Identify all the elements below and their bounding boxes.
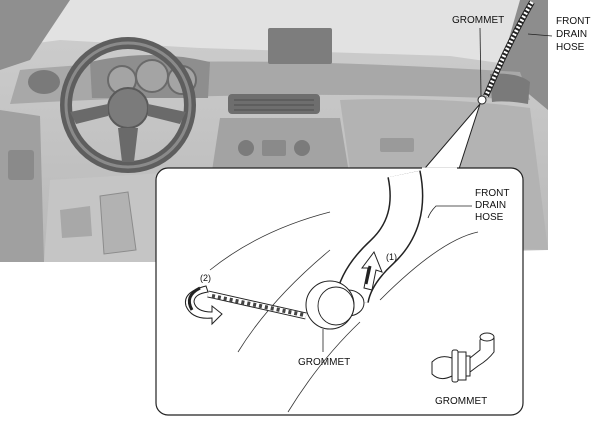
right-a-pillar bbox=[500, 0, 548, 110]
arrow-step-2 bbox=[184, 285, 223, 326]
detail-rod bbox=[207, 290, 307, 320]
accelerator-pedal bbox=[99, 191, 137, 255]
door-switch-panel bbox=[8, 150, 34, 180]
label-part-grommet: GROMMET bbox=[435, 396, 488, 407]
label-top-hose-2: DRAIN bbox=[556, 29, 588, 40]
label-detail-grommet: GROMMET bbox=[298, 357, 351, 368]
brake-pedal bbox=[60, 206, 92, 238]
grommet-part bbox=[431, 332, 495, 383]
left-a-pillar bbox=[0, 0, 70, 70]
glovebox-handle bbox=[380, 138, 414, 152]
label-step-1: (1) bbox=[386, 252, 397, 262]
label-top-grommet: GROMMET bbox=[452, 15, 505, 26]
detail-grommet bbox=[305, 280, 355, 330]
grommet-top-leader bbox=[479, 27, 482, 97]
right-side-vent bbox=[490, 73, 530, 104]
detail-inset bbox=[155, 103, 524, 416]
label-top-hose-1: FRONT bbox=[556, 16, 591, 27]
arrow-step-1 bbox=[361, 250, 383, 291]
grommet-marker bbox=[477, 95, 487, 105]
console-knob-right bbox=[294, 140, 310, 156]
inset-leaders bbox=[322, 205, 472, 352]
label-detail-hose-1: FRONT bbox=[475, 188, 510, 199]
console-knob-left bbox=[238, 140, 254, 156]
steering-wheel bbox=[60, 37, 196, 173]
label-detail-hose-2: DRAIN bbox=[475, 200, 507, 211]
center-vents bbox=[228, 94, 320, 114]
vent-slats bbox=[234, 99, 314, 111]
front-drain-hose-dotted bbox=[484, 0, 534, 97]
panel-contours bbox=[209, 211, 479, 413]
label-step-2: (2) bbox=[200, 273, 211, 283]
left-side-vent bbox=[28, 70, 60, 94]
leader-lines-top bbox=[479, 27, 553, 97]
label-top-hose-3: HOSE bbox=[556, 42, 585, 53]
hose-top-leader bbox=[527, 33, 553, 37]
hose-detail-leader bbox=[427, 205, 472, 219]
gauge-center bbox=[135, 59, 169, 93]
console-display bbox=[262, 140, 286, 156]
left-door-panel bbox=[0, 110, 44, 262]
infotainment-screen bbox=[268, 28, 332, 64]
label-detail-hose-3: HOSE bbox=[475, 212, 504, 223]
